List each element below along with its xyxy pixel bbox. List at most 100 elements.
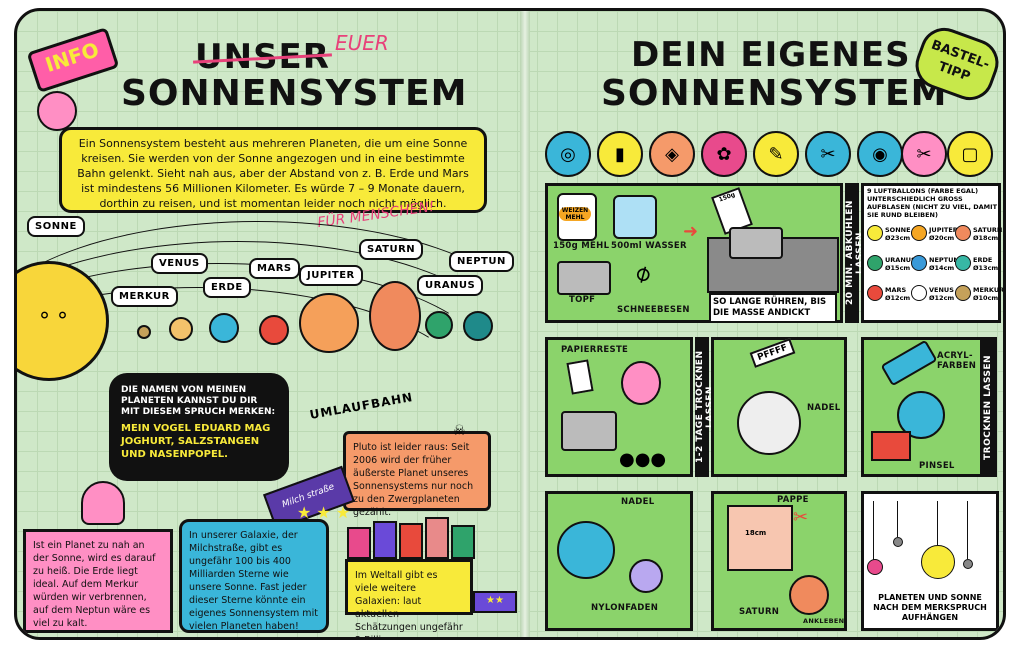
balloon-header: 9 LUFTBALLONS (FARBE EGAL) UNTERSCHIEDLI… bbox=[867, 187, 997, 219]
decorative-planet-icon bbox=[37, 91, 77, 131]
paint-label: ACRYL-FARBEN bbox=[937, 351, 977, 371]
balloon-label-uranus: URANUS Ø15cm bbox=[885, 256, 916, 272]
balloon-label-mars: MARS Ø12cm bbox=[885, 286, 911, 302]
thread-label: NYLONFADEN bbox=[591, 603, 659, 613]
planet-uranus bbox=[425, 311, 453, 339]
sun-face-icon: ° ° bbox=[39, 309, 68, 334]
pot-icon bbox=[557, 261, 611, 295]
balloon-swatch-jupiter bbox=[911, 225, 927, 241]
cool-side-label: 20 MIN. ABKÜHLEN LASSEN bbox=[845, 183, 865, 323]
book-spread: INFO UNSER EUER SONNENSYSTEM Ein Sonnens… bbox=[14, 8, 1006, 640]
material-jug-icon: ◈ bbox=[649, 131, 695, 177]
left-title-line2: SONNENSYSTEM bbox=[121, 73, 468, 114]
balloon-pink-icon bbox=[621, 361, 661, 405]
flour-label: 150g MEHL bbox=[553, 241, 610, 251]
material-pot-icon: ◎ bbox=[545, 131, 591, 177]
right-title-line2: SONNENSYSTEM bbox=[601, 73, 948, 114]
skull-icon: ☠ bbox=[453, 423, 466, 439]
saturn-label: SATURN bbox=[739, 607, 780, 617]
ice-cream-icon bbox=[81, 481, 125, 525]
balloon-swatch-erde bbox=[955, 255, 971, 271]
planet-jupiter bbox=[299, 293, 359, 353]
label-venus: VENUS bbox=[151, 253, 208, 274]
galaxy-card: In unserer Galaxie, der Milchstraße, gib… bbox=[179, 519, 329, 633]
balloon-label-merkur: MERKUR Ø10cm bbox=[973, 286, 1005, 302]
paint-bottles-icon bbox=[871, 431, 911, 461]
planet-saturn bbox=[369, 281, 421, 351]
label-merkur: MERKUR bbox=[111, 286, 178, 307]
label-erde: ERDE bbox=[203, 277, 251, 298]
planet-merkur bbox=[137, 325, 151, 339]
mnemonic-text: MEIN VOGEL EDUARD MAG JOGHURT, SALZSTANG… bbox=[121, 423, 271, 460]
material-cardboard-icon: ▢ bbox=[947, 131, 993, 177]
dry2-side-label: TROCKNEN LASSEN bbox=[983, 337, 997, 477]
material-flour-icon: ▮ bbox=[597, 131, 643, 177]
material-paint-icon: ✎ bbox=[753, 131, 799, 177]
earth-ball-icon bbox=[557, 521, 615, 579]
arrow-icon: ➜ bbox=[683, 221, 699, 242]
balloon-swatch-saturn bbox=[955, 225, 971, 241]
orbit-line bbox=[17, 241, 519, 473]
balloon-label-sonne: SONNE Ø23cm bbox=[885, 226, 911, 242]
balloon-swatch-merkur bbox=[955, 285, 971, 301]
saturn-model-icon bbox=[789, 575, 829, 615]
water-label: 500ml WASSER bbox=[611, 241, 687, 251]
balloon-label-saturn: SATURN Ø18cm bbox=[973, 226, 1003, 242]
title-struck-word: UNSER bbox=[195, 37, 330, 77]
cardboard-ring-icon bbox=[727, 505, 793, 571]
weltall-card: Im Weltall gibt es viele weitere Galaxie… bbox=[345, 559, 473, 637]
dry-side-label: 1-2 TAGE TROCKNEN LASSEN bbox=[695, 337, 715, 477]
whisk-label: SCHNEEBESEN bbox=[617, 305, 690, 315]
balloon-swatch-neptun bbox=[911, 255, 927, 271]
label-jupiter: JUPITER bbox=[299, 265, 363, 286]
step2-panel bbox=[545, 337, 693, 477]
stir-label: SO LANGE RÜHREN, BIS DIE MASSE ANDICKT bbox=[709, 293, 837, 323]
material-needle-icon: ✂ bbox=[805, 131, 851, 177]
label-sonne: SONNE bbox=[27, 216, 85, 237]
cardboard-label: PAPPE bbox=[777, 495, 809, 505]
left-title-line1: UNSER bbox=[195, 37, 330, 77]
hang-label: PLANETEN UND SONNE NACH DEM MERKSPRUCH A… bbox=[873, 593, 987, 622]
cooking-pot-icon bbox=[729, 227, 783, 259]
balloon-panel bbox=[861, 183, 1001, 323]
scissors-icon: ✂ bbox=[793, 507, 809, 528]
balloon-label-neptun: NEPTUN Ø14cm bbox=[929, 256, 959, 272]
paper-label: PAPIERRESTE bbox=[561, 345, 629, 355]
paper-balls-icon: ●●● bbox=[619, 449, 667, 470]
pluto-card: Pluto ist leider raus: Seit 2006 wird de… bbox=[343, 431, 491, 518]
balloon-label-jupiter: JUPITER Ø20cm bbox=[929, 226, 958, 242]
needle-label: NADEL bbox=[807, 403, 841, 413]
needle2-label: NADEL bbox=[621, 497, 655, 507]
ring-size-label: 18cm bbox=[745, 529, 767, 537]
material-paper-icon: ✿ bbox=[701, 131, 747, 177]
planet-neptun bbox=[463, 311, 493, 341]
juice-boxes-illustration bbox=[347, 513, 487, 559]
planet-erde bbox=[209, 313, 239, 343]
label-neptun: NEPTUN bbox=[449, 251, 514, 272]
water-jug-icon bbox=[613, 195, 657, 239]
intro-textbox: Ein Sonnensystem besteht aus mehreren Pl… bbox=[59, 127, 487, 213]
step4-panel bbox=[545, 491, 693, 631]
balloon-label-erde: ERDE Ø13cm bbox=[973, 256, 999, 272]
label-saturn: SATURN bbox=[359, 239, 424, 260]
paste-pot-icon bbox=[561, 411, 617, 451]
right-title-line1: DEIN EIGENES bbox=[631, 35, 911, 75]
info-badge: INFO bbox=[26, 27, 120, 93]
balloon-swatch-sonne bbox=[867, 225, 883, 241]
material-scissors-icon: ✂ bbox=[901, 131, 947, 177]
hanging-planets-illustration bbox=[867, 501, 993, 581]
star-box-icon: ★★ bbox=[473, 591, 517, 613]
label-uranus: URANUS bbox=[417, 275, 484, 296]
orbit-line bbox=[17, 221, 539, 453]
pot-label: TOPF bbox=[569, 295, 596, 305]
thread-spool-icon bbox=[629, 559, 663, 593]
mnemonic-intro: DIE NAMEN VON MEINEN PLANETEN KANNST DU … bbox=[121, 385, 276, 417]
brush-label: PINSEL bbox=[919, 461, 955, 471]
material-thread-icon: ◉ bbox=[857, 131, 903, 177]
balloon-label-venus: VENUS Ø12cm bbox=[929, 286, 955, 302]
mnemonic-box: DIE NAMEN VON MEINEN PLANETEN KANNST DU … bbox=[109, 373, 289, 481]
merkur-card: Ist ein Planet zu nah an der Sonne, wird… bbox=[23, 529, 173, 633]
label-mars: MARS bbox=[249, 258, 300, 279]
balloon-swatch-uranus bbox=[867, 255, 883, 271]
flour-pack-label: WEIZEN MEHL bbox=[559, 207, 591, 221]
